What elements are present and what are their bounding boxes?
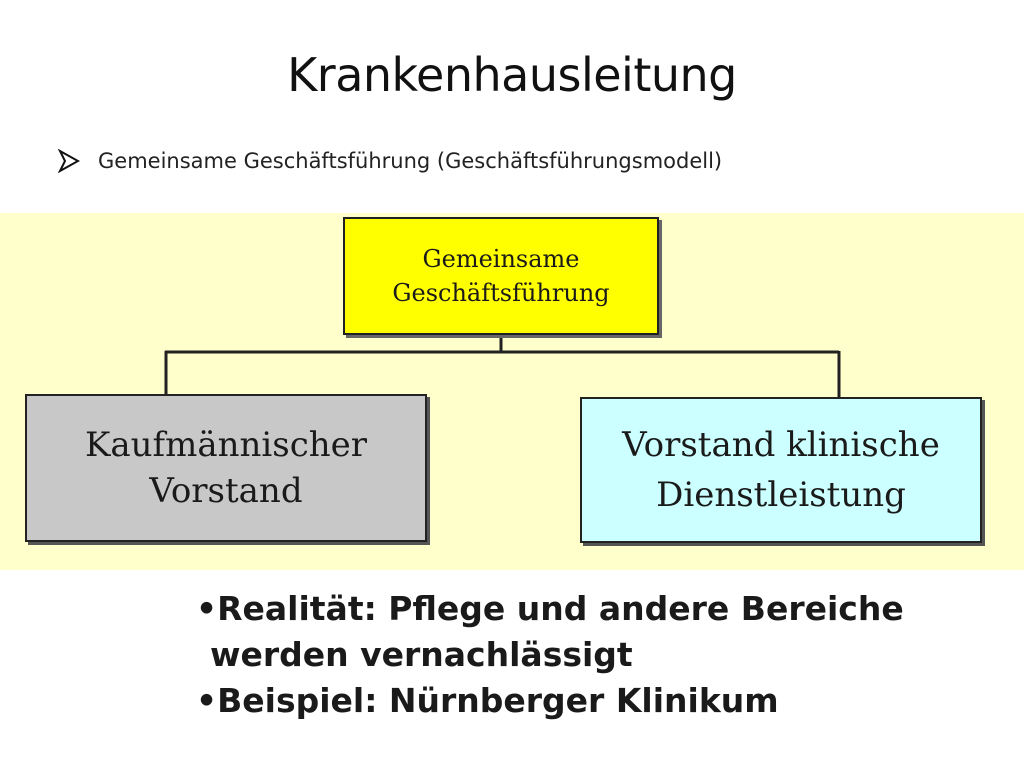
box-left-line1: Kaufmännischer — [84, 425, 368, 465]
box-top-line2: Geschäftsführung — [392, 279, 610, 307]
box-gemeinsame-geschaeftsfuehrung: Gemeinsame Geschäftsführung — [343, 217, 659, 335]
bullet-text: Gemeinsame Geschäftsführung (Geschäftsfü… — [98, 149, 723, 173]
note-line-1: •Realität: Pflege und andere Bereiche — [196, 589, 904, 628]
note-line-2: werden vernachlässigt — [210, 635, 633, 674]
box-right-line2: Dienstleistung — [656, 475, 906, 515]
arrowhead-bullet-icon — [58, 149, 80, 173]
box-top-line1: Gemeinsame — [422, 245, 580, 273]
box-vorstand-klinische-dienstleistung: Vorstand klinische Dienstleistung — [580, 397, 982, 543]
notes-list: •Realität: Pflege und andere Bereiche we… — [196, 586, 904, 724]
box-kaufmaennischer-vorstand: Kaufmännischer Vorstand — [25, 394, 427, 542]
note-line-3: •Beispiel: Nürnberger Klinikum — [196, 681, 779, 720]
box-right-line1: Vorstand klinische — [622, 425, 940, 465]
box-left-line2: Vorstand — [149, 471, 303, 511]
slide-title: Krankenhausleitung — [287, 48, 737, 102]
bullet-item: Gemeinsame Geschäftsführung (Geschäftsfü… — [58, 146, 722, 176]
